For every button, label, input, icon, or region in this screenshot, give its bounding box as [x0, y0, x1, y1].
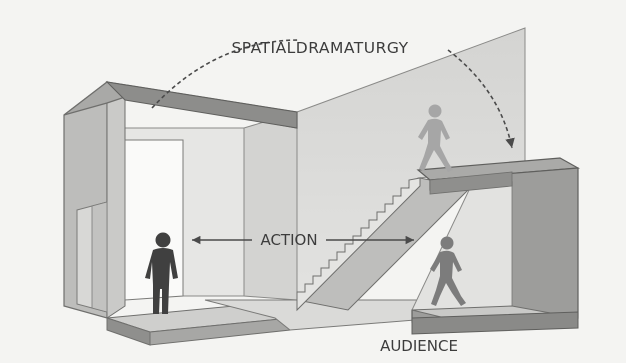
audience-label: AUDIENCE [380, 337, 458, 355]
side-window-frame [91, 201, 108, 313]
spatial-dramaturgy-label: SPATIALDRAMATURGY [231, 39, 408, 57]
left-room-ceiling-front [105, 81, 298, 129]
right-box-base [411, 311, 579, 335]
left-room-inner-left-wall [106, 80, 126, 319]
curved-dashed-arrow-icon [151, 39, 512, 148]
left-room-right-wall [243, 111, 298, 301]
central-floor-plate [204, 299, 442, 331]
person-standing-icon [145, 232, 178, 314]
person-walking-icon [430, 236, 466, 306]
staircase-steps [296, 177, 421, 312]
action-label: ACTION [260, 231, 317, 249]
person-walking-faded-icon [418, 104, 453, 172]
right-box-inner-ceiling [429, 171, 513, 195]
